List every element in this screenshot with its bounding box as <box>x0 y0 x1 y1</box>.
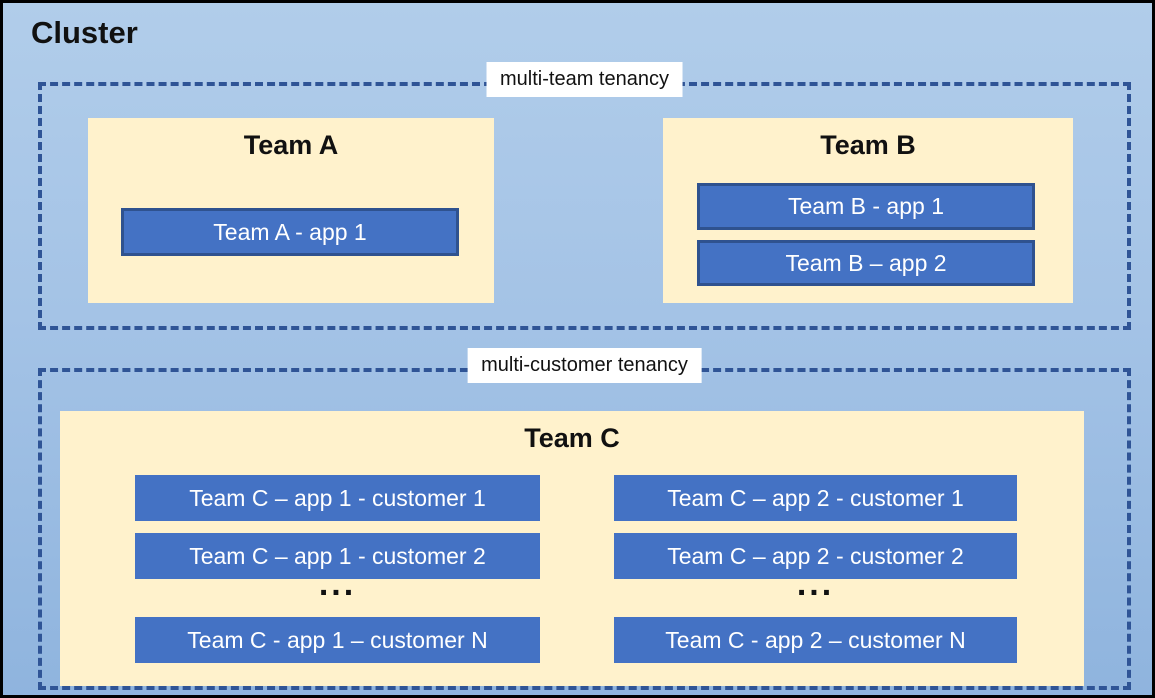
team-a-title: Team A <box>243 130 339 160</box>
cluster-title: Cluster <box>31 15 138 50</box>
team-b-title: Team B <box>820 130 916 160</box>
team-c-app1-customer1-box: Team C – app 1 - customer 1 <box>135 475 540 521</box>
team-c-app2-customer2-box: Team C – app 2 - customer 2 <box>614 533 1017 579</box>
team-c-panel: Team C Team C – app 1 - customer 1 Team … <box>60 411 1084 686</box>
team-c-app1-ellipsis: ... <box>318 565 357 603</box>
team-a-panel: Team A Team A - app 1 <box>88 118 494 303</box>
team-b-panel: Team B Team B - app 1 Team B – app 2 <box>663 118 1073 303</box>
multi-customer-tenancy-label: multi-customer tenancy <box>467 348 702 383</box>
team-c-title: Team C <box>524 423 620 453</box>
team-c-app1-customer2-box: Team C – app 1 - customer 2 <box>135 533 540 579</box>
team-c-app1-column: Team C – app 1 - customer 1 Team C – app… <box>135 411 540 686</box>
team-a-app1-box: Team A - app 1 <box>121 208 459 256</box>
team-b-app2-box: Team B – app 2 <box>697 240 1035 286</box>
team-b-app1-box: Team B - app 1 <box>697 183 1035 230</box>
multi-customer-tenancy-zone: multi-customer tenancy Team C Team C – a… <box>38 348 1131 690</box>
team-c-app2-customer1-box: Team C – app 2 - customer 1 <box>614 475 1017 521</box>
multi-team-tenancy-label: multi-team tenancy <box>486 62 683 97</box>
team-c-app1-customerN-box: Team C - app 1 – customer N <box>135 617 540 663</box>
multi-team-tenancy-zone: multi-team tenancy Team A Team A - app 1… <box>38 62 1131 330</box>
team-c-app2-ellipsis: ... <box>796 565 835 603</box>
team-c-app2-column: Team C – app 2 - customer 1 Team C – app… <box>614 411 1017 686</box>
team-c-app2-customerN-box: Team C - app 2 – customer N <box>614 617 1017 663</box>
